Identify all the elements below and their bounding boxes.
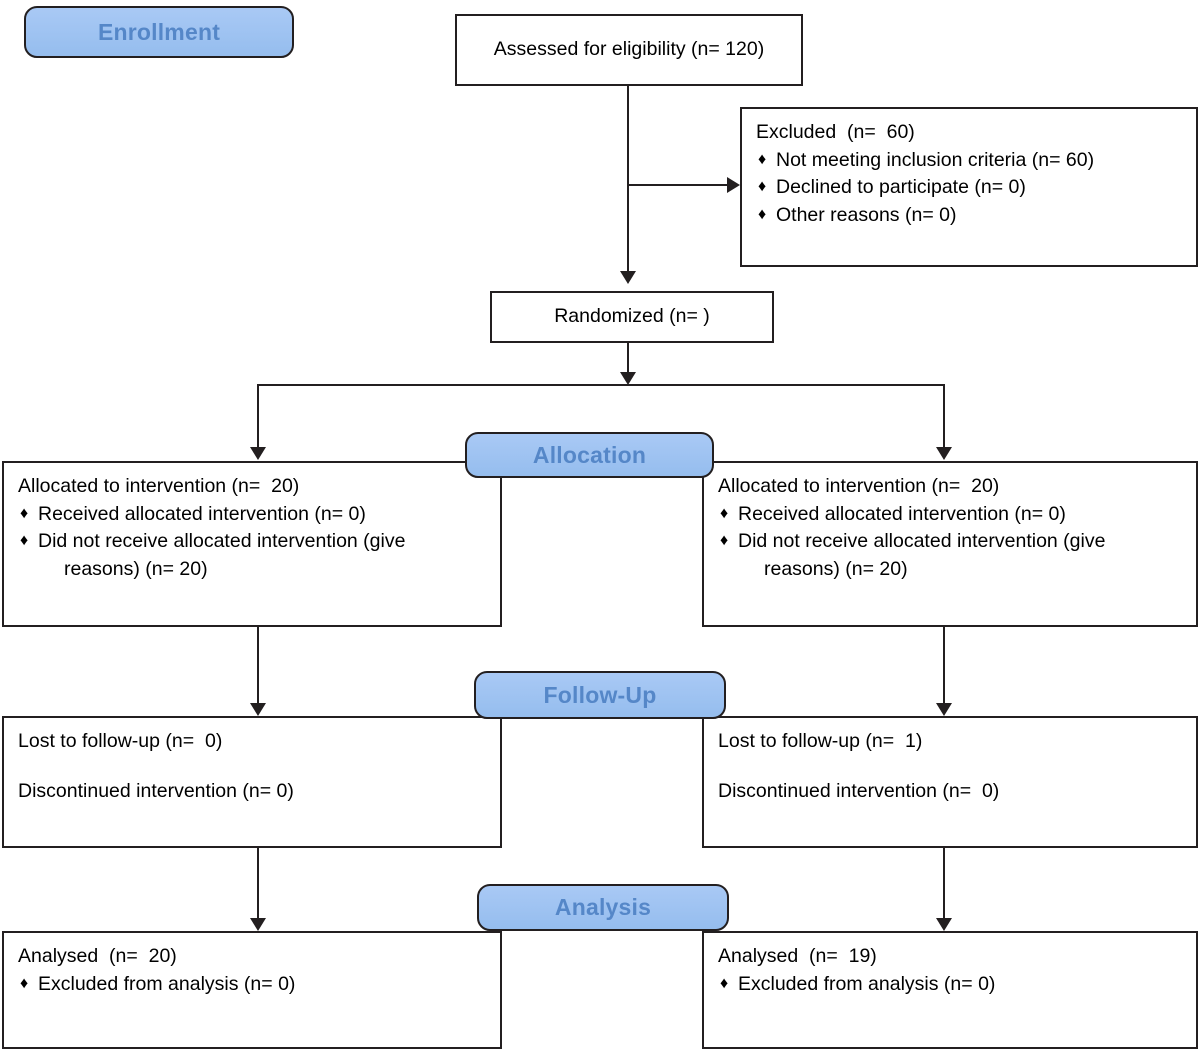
- stage-badge-analysis-label: Analysis: [554, 894, 652, 920]
- list-item: ♦ Excluded from analysis (n= 0): [18, 971, 488, 999]
- allocation-right-item-continuation: reasons) (n= 20): [764, 558, 908, 581]
- analysis-left-box: Analysed (n= 20) ♦ Excluded from analysi…: [2, 931, 502, 1049]
- excluded-reason-text: Not meeting inclusion criteria (n= 60): [776, 148, 1095, 171]
- stage-badge-allocation-label: Allocation: [532, 441, 647, 468]
- diamond-bullet-icon: ♦: [720, 974, 729, 992]
- arrow-to-followup-left: [250, 703, 266, 716]
- analysis-left-item-text: Excluded from analysis (n= 0): [38, 972, 296, 995]
- arrow-to-allocation-right: [936, 447, 952, 460]
- list-item: ♦ Did not receive allocated intervention…: [18, 528, 488, 583]
- diamond-bullet-icon: ♦: [720, 532, 729, 550]
- diamond-bullet-icon: ♦: [758, 150, 767, 168]
- diamond-bullet-icon: ♦: [758, 178, 767, 196]
- diamond-bullet-icon: ♦: [20, 504, 29, 522]
- arrow-assessed-to-randomized: [620, 271, 636, 284]
- assessed-for-eligibility-box: Assessed for eligibility (n= 120): [455, 14, 803, 86]
- allocation-right-box: Allocated to intervention (n= 20) ♦ Rece…: [702, 461, 1198, 627]
- arrow-to-analysis-left: [250, 918, 266, 931]
- excluded-reason-list: ♦ Not meeting inclusion criteria (n= 60)…: [756, 147, 1184, 230]
- excluded-heading: Excluded (n= 60): [756, 121, 915, 143]
- stage-badge-analysis: Analysis: [477, 884, 729, 931]
- followup-left-discontinued-text: Discontinued intervention (n= 0): [18, 779, 294, 802]
- excluded-box: Excluded (n= 60) ♦ Not meeting inclusion…: [740, 107, 1198, 267]
- excluded-reason-text: Other reasons (n= 0): [776, 204, 957, 227]
- connector-randomized-stem: [627, 343, 629, 373]
- allocation-right-item-text: Did not receive allocated intervention (…: [738, 530, 1106, 553]
- followup-right-lost-text: Lost to follow-up (n= 1): [718, 730, 923, 752]
- list-item: ♦ Received allocated intervention (n= 0): [18, 501, 488, 529]
- allocation-right-list: ♦ Received allocated intervention (n= 0)…: [718, 501, 1184, 584]
- stage-badge-enrollment: Enrollment: [24, 6, 294, 58]
- list-item: ♦ Did not receive allocated intervention…: [718, 528, 1184, 583]
- connector-allocation-left-to-followup-left: [257, 627, 259, 703]
- assessed-for-eligibility-text: Assessed for eligibility (n= 120): [493, 38, 765, 61]
- arrow-to-analysis-right: [936, 918, 952, 931]
- list-item: ♦ Excluded from analysis (n= 0): [718, 971, 1184, 999]
- list-item: ♦ Other reasons (n= 0): [756, 202, 1184, 230]
- connector-randomized-split-bar: [257, 384, 945, 386]
- stage-badge-followup-label: Follow-Up: [543, 681, 657, 708]
- connector-followup-right-to-analysis-right: [943, 848, 945, 918]
- arrow-randomized-stem: [620, 372, 636, 385]
- allocation-left-item-text: Received allocated intervention (n= 0): [38, 502, 366, 525]
- followup-left-spacer: [18, 756, 488, 778]
- arrow-to-excluded: [727, 177, 740, 193]
- stage-badge-allocation: Allocation: [465, 432, 714, 478]
- analysis-right-heading: Analysed (n= 19): [718, 945, 877, 967]
- analysis-right-item-text: Excluded from analysis (n= 0): [738, 972, 996, 995]
- followup-right-spacer: [718, 756, 1184, 778]
- allocation-left-heading: Allocated to intervention (n= 20): [18, 475, 300, 497]
- connector-followup-left-to-analysis-left: [257, 848, 259, 918]
- arrow-to-allocation-left: [250, 447, 266, 460]
- connector-assessed-to-excluded: [627, 184, 730, 186]
- excluded-reason-text: Declined to participate (n= 0): [776, 176, 1026, 199]
- randomized-box: Randomized (n= ): [490, 291, 774, 343]
- followup-left-box: Lost to follow-up (n= 0) Discontinued in…: [2, 716, 502, 848]
- connector-split-right-drop: [943, 384, 945, 447]
- diamond-bullet-icon: ♦: [20, 974, 29, 992]
- list-item: ♦ Received allocated intervention (n= 0): [718, 501, 1184, 529]
- stage-badge-followup: Follow-Up: [474, 671, 726, 719]
- followup-right-box: Lost to follow-up (n= 1) Discontinued in…: [702, 716, 1198, 848]
- connector-split-left-drop: [257, 384, 259, 447]
- allocation-right-item-text: Received allocated intervention (n= 0): [738, 502, 1066, 525]
- diamond-bullet-icon: ♦: [20, 532, 29, 550]
- allocation-left-item-text: Did not receive allocated intervention (…: [38, 530, 406, 553]
- analysis-left-heading: Analysed (n= 20): [18, 945, 177, 967]
- stage-badge-enrollment-label: Enrollment: [97, 18, 221, 45]
- diamond-bullet-icon: ♦: [758, 206, 767, 224]
- followup-left-lost-text: Lost to follow-up (n= 0): [18, 730, 223, 752]
- allocation-left-item-continuation: reasons) (n= 20): [64, 558, 208, 581]
- list-item: ♦ Not meeting inclusion criteria (n= 60): [756, 147, 1184, 175]
- connector-assessed-to-randomized: [627, 86, 629, 271]
- allocation-left-list: ♦ Received allocated intervention (n= 0)…: [18, 501, 488, 584]
- followup-right-discontinued-text: Discontinued intervention (n= 0): [718, 779, 1000, 802]
- diamond-bullet-icon: ♦: [720, 504, 729, 522]
- analysis-right-box: Analysed (n= 19) ♦ Excluded from analysi…: [702, 931, 1198, 1049]
- arrow-to-followup-right: [936, 703, 952, 716]
- analysis-right-list: ♦ Excluded from analysis (n= 0): [718, 971, 1184, 999]
- connector-allocation-right-to-followup-right: [943, 627, 945, 703]
- analysis-left-list: ♦ Excluded from analysis (n= 0): [18, 971, 488, 999]
- allocation-left-box: Allocated to intervention (n= 20) ♦ Rece…: [2, 461, 502, 627]
- randomized-text: Randomized (n= ): [554, 305, 710, 328]
- list-item: ♦ Declined to participate (n= 0): [756, 174, 1184, 202]
- allocation-right-heading: Allocated to intervention (n= 20): [718, 475, 1000, 497]
